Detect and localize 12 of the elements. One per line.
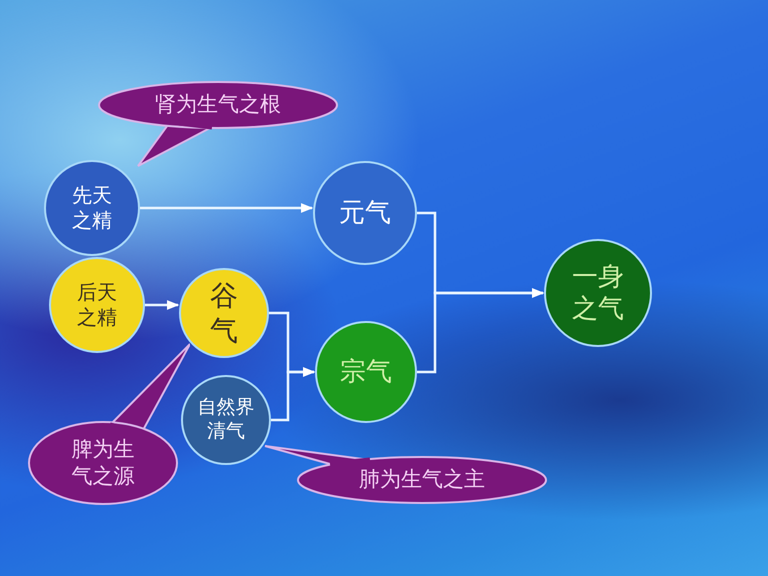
speech-bubble: 脾为生气之源 [28,342,190,506]
arrow [417,288,544,374]
circle-node: 自然界清气 [181,375,271,465]
circle-node: 一身之气 [544,239,652,347]
circle-node: 后天之精 [49,257,145,353]
circle-node: 宗气 [315,321,417,423]
arrow [271,367,316,422]
circle-node: 元气 [313,161,417,265]
circle-node: 先天之精 [44,160,140,256]
arrow [140,203,314,213]
circle-node: 谷气 [179,268,269,358]
arrow [145,300,180,310]
